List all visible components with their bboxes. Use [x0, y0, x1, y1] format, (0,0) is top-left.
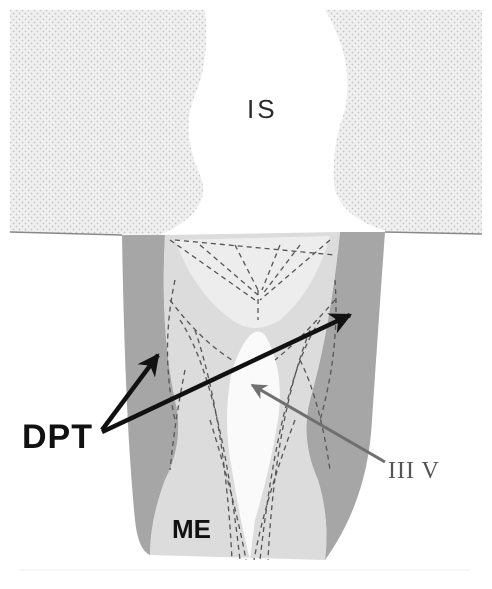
label-dpt: DPT: [22, 418, 93, 456]
stipple-region-right: [325, 10, 482, 234]
label-me: ME: [172, 514, 211, 544]
label-is: IS: [247, 94, 278, 124]
label-iiiv: III V: [388, 458, 440, 484]
stipple-region: [10, 10, 206, 235]
